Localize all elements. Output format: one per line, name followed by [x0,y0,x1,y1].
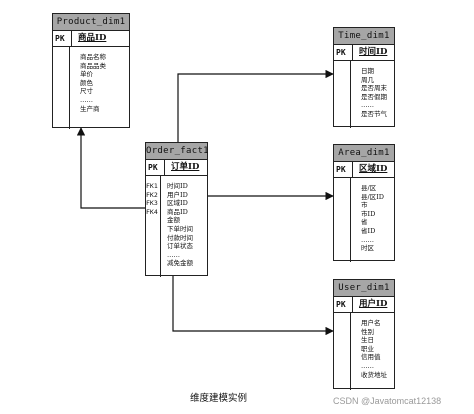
field: 区域ID [167,199,188,208]
watermark: CSDN @Javatomcat12138 [333,396,442,406]
pk-field: 订单ID [171,162,200,172]
field: 县/区ID [361,192,384,201]
pk-label: PK [334,297,353,312]
table-title: Area_dim1 [334,145,394,162]
field-list: 商品名称 商品品类 单价 颜色 尺寸 …… 生产商 [70,47,106,129]
field: 性别 [361,327,374,336]
pk-field: 商品ID [78,33,107,43]
field: 是否假期 [361,92,387,101]
field: …… [361,361,374,370]
fk-label: FK2 [146,190,158,199]
fk-label: FK1 [146,182,158,190]
table-title: Time_dim1 [334,28,394,45]
field: …… [167,250,180,259]
pk-field: 时间ID [359,47,388,57]
field-list: 用户名 性别 生日 职业 信用值 …… 收货地址 [351,313,387,390]
field: 市ID [361,209,376,218]
table-title: User_dim1 [334,280,394,297]
field: 商品ID [167,207,188,216]
pk-field: 区域ID [359,164,388,174]
table-title: Order_fact1 [146,143,209,160]
field: 职业 [361,344,374,353]
product-dim-table[interactable]: Product_dim1 PK 商品ID 商品名称 商品品类 单价 颜色 尺寸 … [52,13,130,129]
field: …… [361,101,374,110]
field: 商品品类 [80,61,106,70]
field: 收货地址 [361,370,387,379]
fk-label-column: FK1 FK2 FK3 FK4 [146,176,161,277]
table-title: Product_dim1 [53,14,129,31]
field: 生产商 [80,104,100,113]
time-dim-table[interactable]: Time_dim1 PK 时间ID 日期 周几 是否周末 是否假期 …… 是否节… [333,27,395,128]
fk-label: FK3 [146,199,158,208]
diagram-caption: 维度建模实例 [190,393,248,404]
pk-label: PK [334,45,353,60]
field: 生日 [361,336,374,345]
field: 用户ID [167,190,188,199]
field: 周几 [361,75,374,84]
field: 金额 [167,216,180,225]
order-fact-table[interactable]: Order_fact1 PK 订单ID FK1 FK2 FK3 FK4 时间ID… [145,142,209,277]
fk-label: FK4 [146,207,158,216]
field: 省 [361,218,368,227]
field: 时间ID [167,182,188,190]
pk-label: PK [334,162,353,177]
field: 日期 [361,67,374,75]
field-list: 时间ID 用户ID 区域ID 商品ID 金额 下单时间 付款时间 订单状态 ……… [161,176,193,277]
pk-field: 用户ID [359,299,388,309]
field: 省ID [361,226,376,235]
field: 用户名 [361,319,381,327]
field-list: 日期 周几 是否周末 是否假期 …… 是否节气 [351,61,387,128]
field: 减免金额 [167,259,193,268]
field: …… [80,95,93,104]
connector-order-time [177,69,334,142]
pk-label: PK [53,31,72,46]
field: 县/区 [361,184,377,192]
field: 市 [361,201,368,210]
field: …… [361,235,374,244]
connector-order-product [76,127,145,209]
field: 尺寸 [80,87,93,96]
field: 颜色 [80,78,93,87]
field: 订单状态 [167,242,193,251]
pk-label: PK [146,160,165,175]
area-dim-table[interactable]: Area_dim1 PK 区域ID 县/区 县/区ID 市 市ID 省 省ID … [333,144,395,262]
user-dim-table[interactable]: User_dim1 PK 用户ID 用户名 性别 生日 职业 信用值 …… 收货… [333,279,395,390]
field: 下单时间 [167,224,193,233]
field-list: 县/区 县/区ID 市 市ID 省 省ID …… 时区 [351,178,384,262]
field: 是否周末 [361,84,387,93]
field: 是否节气 [361,109,387,118]
field: 单价 [80,70,93,79]
connector-order-user [172,276,334,336]
field: 时区 [361,244,374,253]
field: 信用值 [361,353,381,362]
field: 商品名称 [80,53,106,61]
field: 付款时间 [167,233,193,242]
